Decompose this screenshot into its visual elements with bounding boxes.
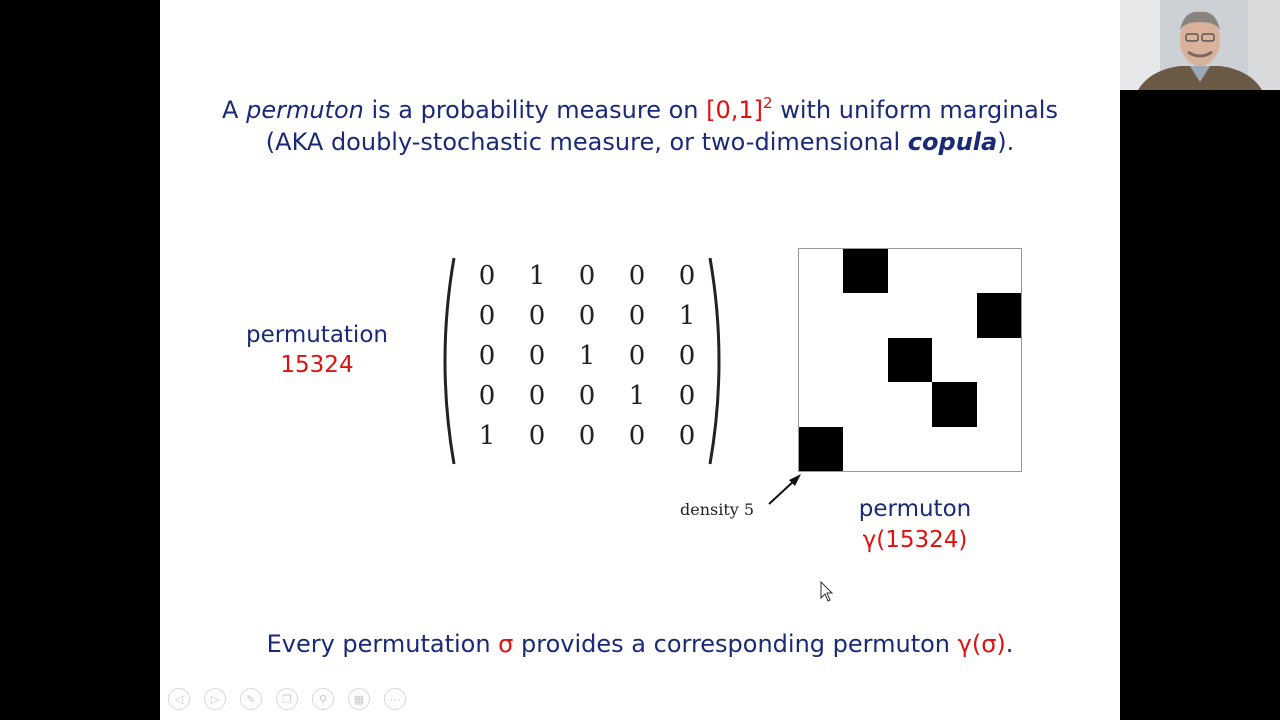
presenter-video-icon [1120, 0, 1280, 90]
permutation-word: permutation [246, 322, 388, 348]
more-icon[interactable]: ⋯ [384, 688, 406, 710]
matrix-cell: 0 [528, 381, 546, 411]
matrix-cell: 1 [528, 261, 546, 291]
matrix-cell: 0 [628, 261, 646, 291]
prev-icon[interactable]: ◁ [168, 688, 190, 710]
permutation-value: 15324 [280, 352, 354, 378]
intro-line-1: A permuton is a probability measure on [… [222, 94, 1058, 125]
permuton-value: γ(15324) [862, 527, 968, 553]
matrix-cell: 0 [578, 261, 596, 291]
matrix-cell: 0 [478, 301, 496, 331]
permuton-label: permuton γ(15324) [830, 494, 1000, 556]
matrix-cell: 1 [628, 381, 646, 411]
matrix-cell: 0 [628, 421, 646, 451]
matrix-cell: 0 [678, 381, 696, 411]
gamma-sigma: γ(σ) [957, 630, 1006, 658]
bottom-statement: Every permutation σ provides a correspon… [266, 630, 1014, 658]
right-paren [708, 257, 721, 465]
webcam-video [1120, 0, 1280, 90]
matrix-cell: 1 [578, 341, 596, 371]
density-label: density 5 [680, 500, 755, 519]
matrix-cell: 0 [528, 301, 546, 331]
permuton-block [799, 426, 844, 471]
left-paren [443, 257, 456, 465]
copy-icon[interactable]: ❐ [276, 688, 298, 710]
permuton-word: permuton [858, 496, 972, 522]
matrix-cell: 1 [678, 301, 696, 331]
permuton-block [976, 293, 1021, 338]
matrix-cell: 0 [578, 381, 596, 411]
permuton-term: permuton [246, 96, 364, 124]
intro-line-2: (AKA doubly-stochastic measure, or two-d… [265, 128, 1015, 156]
permuton-block [843, 249, 888, 294]
unit-square: [0,1] [706, 96, 764, 124]
matrix-cell: 0 [678, 341, 696, 371]
slide-nav-controls: ◁ ▷ ✎ ❐ ⚲ ▦ ⋯ [168, 688, 406, 712]
matrix-cell: 0 [528, 341, 546, 371]
matrix-cell: 0 [478, 261, 496, 291]
matrix-cell: 0 [678, 261, 696, 291]
permutation-label: permutation 15324 [222, 320, 412, 380]
sigma-symbol: σ [498, 630, 514, 658]
slide: A permuton is a probability measure on [… [160, 0, 1120, 720]
permuton-block [887, 337, 933, 383]
zoom-icon[interactable]: ⚲ [312, 688, 334, 710]
matrix-cell: 0 [628, 301, 646, 331]
matrix-cell: 0 [478, 341, 496, 371]
pen-icon[interactable]: ✎ [240, 688, 262, 710]
matrix-cell: 0 [478, 381, 496, 411]
matrix-cell: 0 [528, 421, 546, 451]
intro-text: A permuton is a probability measure on [… [160, 94, 1120, 158]
mouse-cursor-icon [820, 581, 834, 602]
matrix-cell: 0 [578, 421, 596, 451]
copula-term: copula [907, 128, 998, 156]
permuton-block [932, 382, 977, 427]
matrix-cell: 0 [628, 341, 646, 371]
permutation-matrix: 0 1 0 0 0 0 0 0 0 1 0 0 1 0 0 0 0 0 1 0 … [430, 250, 740, 470]
matrix-cell: 1 [478, 421, 496, 451]
permuton-square [798, 248, 1022, 472]
next-icon[interactable]: ▷ [204, 688, 226, 710]
matrix-cell: 0 [578, 301, 596, 331]
matrix-cell: 0 [678, 421, 696, 451]
grid-icon[interactable]: ▦ [348, 688, 370, 710]
density-arrow-icon [768, 474, 801, 505]
exponent: 2 [763, 94, 773, 112]
